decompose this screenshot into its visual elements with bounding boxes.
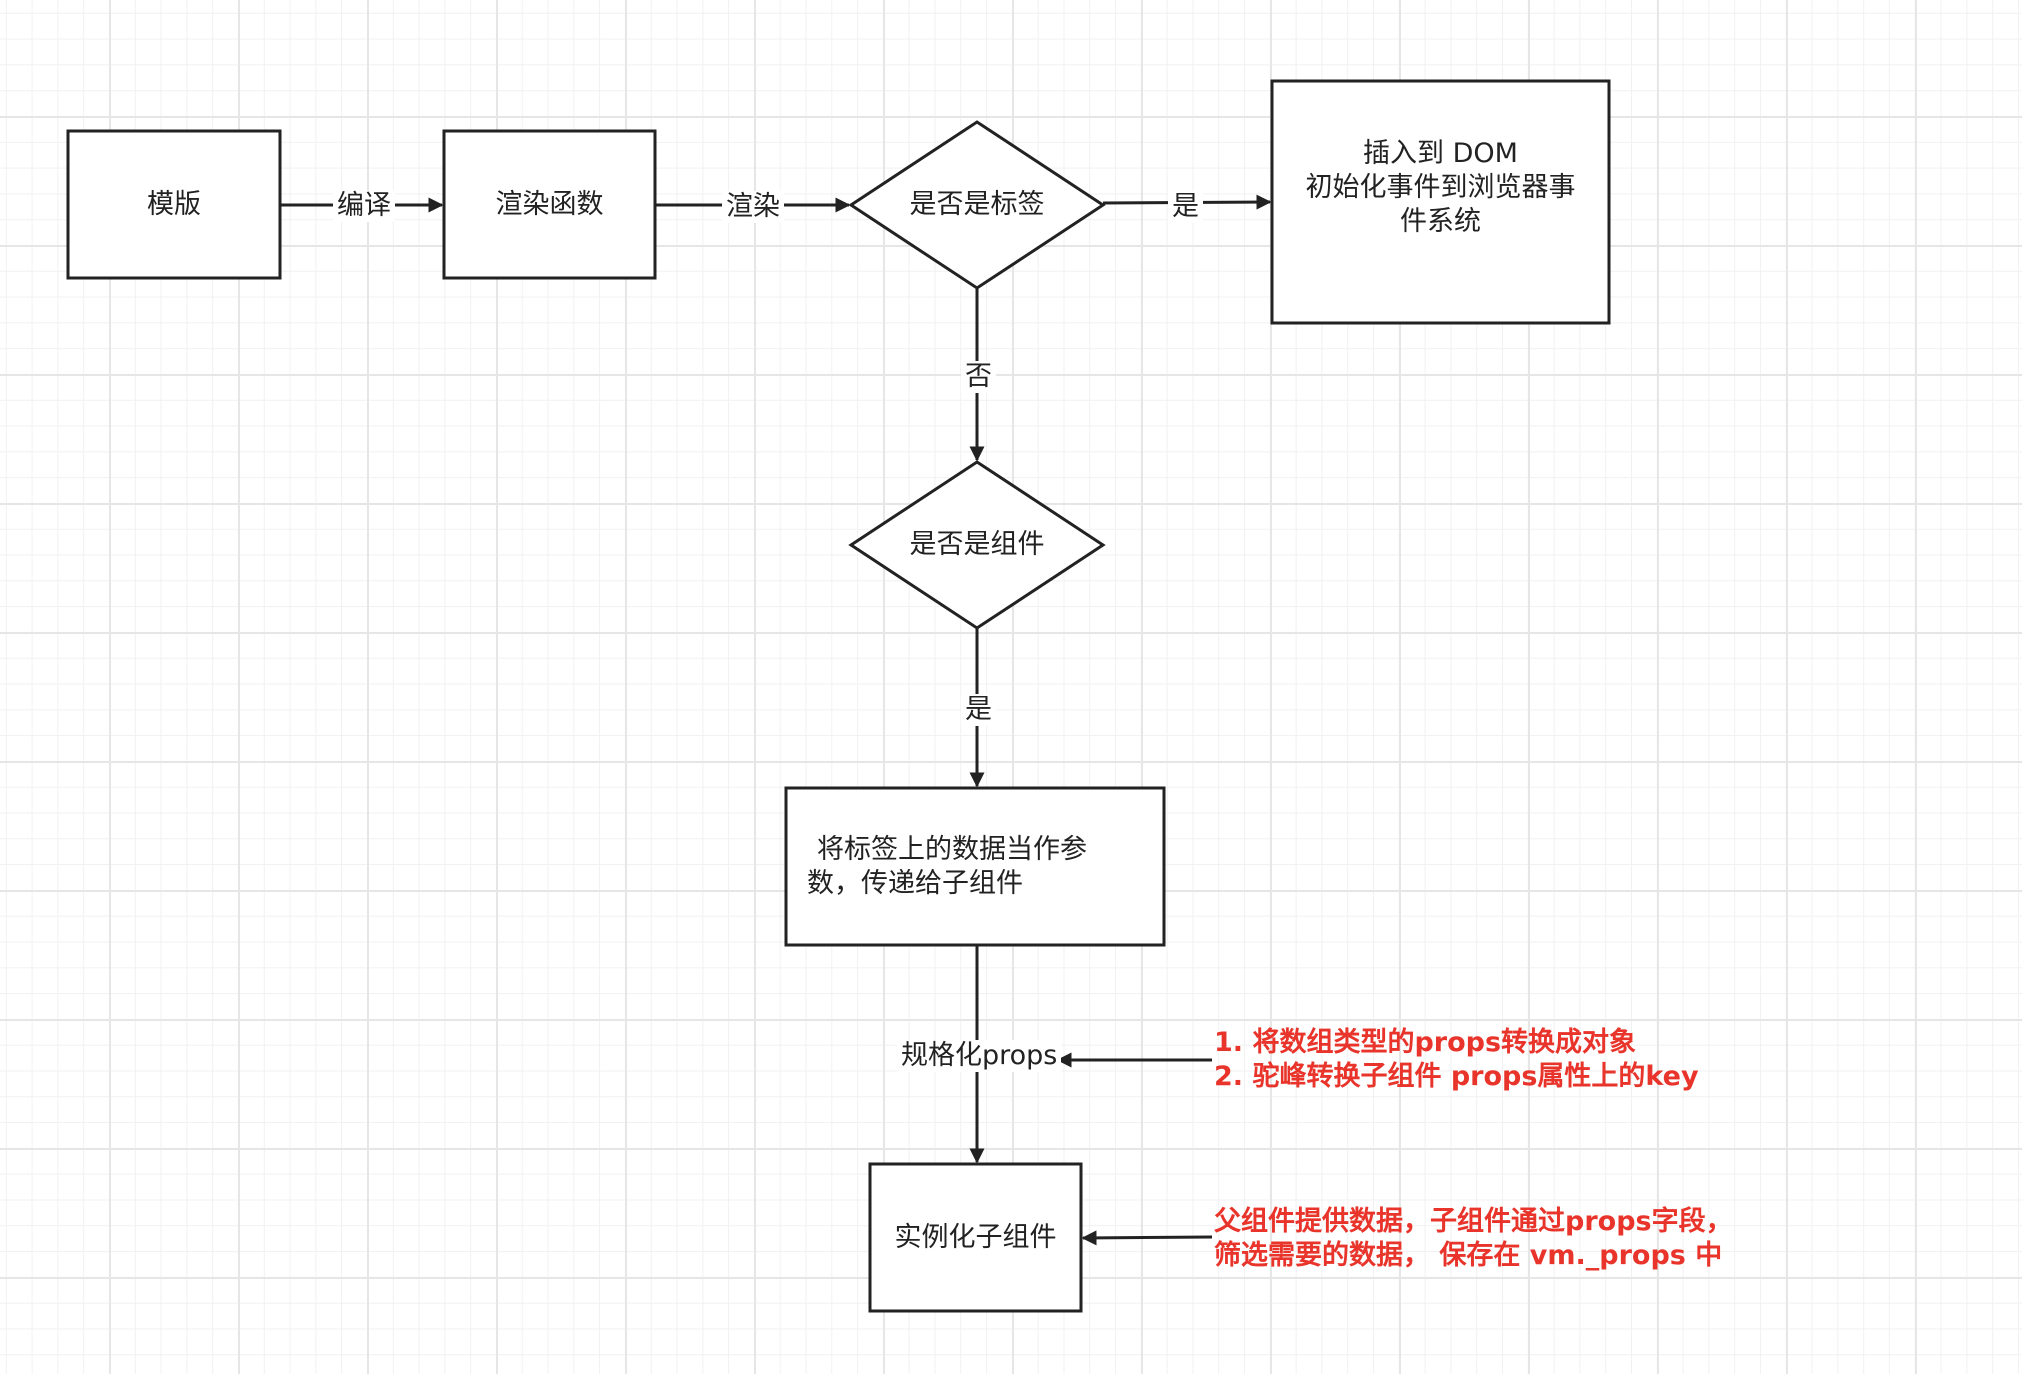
edge-label-compile: 编译 (333, 190, 395, 222)
is-component-label: 是否是组件 (909, 529, 1045, 560)
template-box[interactable] (66, 129, 282, 280)
render-function-label: 渲染函数 (495, 188, 604, 220)
edge-label-render: 渲染 (722, 191, 784, 223)
instantiate-child-label: 实例化子组件 (894, 1221, 1057, 1253)
edge-label-no-tag: 否 (961, 361, 996, 393)
note-instantiate-line-2: 筛选需要的数据， 保存在 vm._props 中 (1214, 1240, 1723, 1271)
insert-dom-box[interactable] (1270, 79, 1611, 325)
edge-note-instantiate (1081, 1230, 1213, 1246)
insert-dom-line-2: 初始化事件到浏览器事 (1305, 172, 1576, 203)
render-function-box[interactable] (442, 129, 657, 280)
edge-label-yes-tag: 是 (1168, 191, 1203, 223)
note-normalize-line-2: 2. 驼峰转换子组件 props属性上的key (1214, 1061, 1699, 1092)
tag-data-params-line-1: 将标签上的数据当作参 (817, 833, 1087, 865)
insert-dom-line-1: 插入到 DOM (1363, 138, 1518, 169)
note-instantiate-line-1: 父组件提供数据，子组件通过props字段， (1214, 1206, 1733, 1237)
note-normalize: 1. 将数组类型的props转换成对象 2. 驼峰转换子组件 props属性上的… (1214, 1026, 1699, 1094)
is-tag-label: 是否是标签 (909, 189, 1045, 220)
note-normalize-line-1: 1. 将数组类型的props转换成对象 (1214, 1027, 1637, 1058)
insert-dom-line-3: 件系统 (1400, 206, 1481, 237)
template-label: 模版 (147, 188, 201, 220)
insert-dom-label: 插入到 DOM 初始化事件到浏览器事 件系统 (1272, 81, 1609, 323)
instantiate-child-box[interactable] (868, 1162, 1083, 1313)
tag-data-params-box[interactable] (784, 786, 1166, 947)
note-instantiate: 父组件提供数据，子组件通过props字段， 筛选需要的数据， 保存在 vm._p… (1214, 1205, 1733, 1273)
edge-label-yes-component: 是 (961, 694, 996, 726)
edge-label-normalize-props: 规格化props (897, 1040, 1062, 1072)
tag-data-params-line-2: 数，传递给子组件 (807, 867, 1023, 899)
tag-data-params-label: 将标签上的数据当作参 数，传递给子组件 (786, 788, 1164, 945)
